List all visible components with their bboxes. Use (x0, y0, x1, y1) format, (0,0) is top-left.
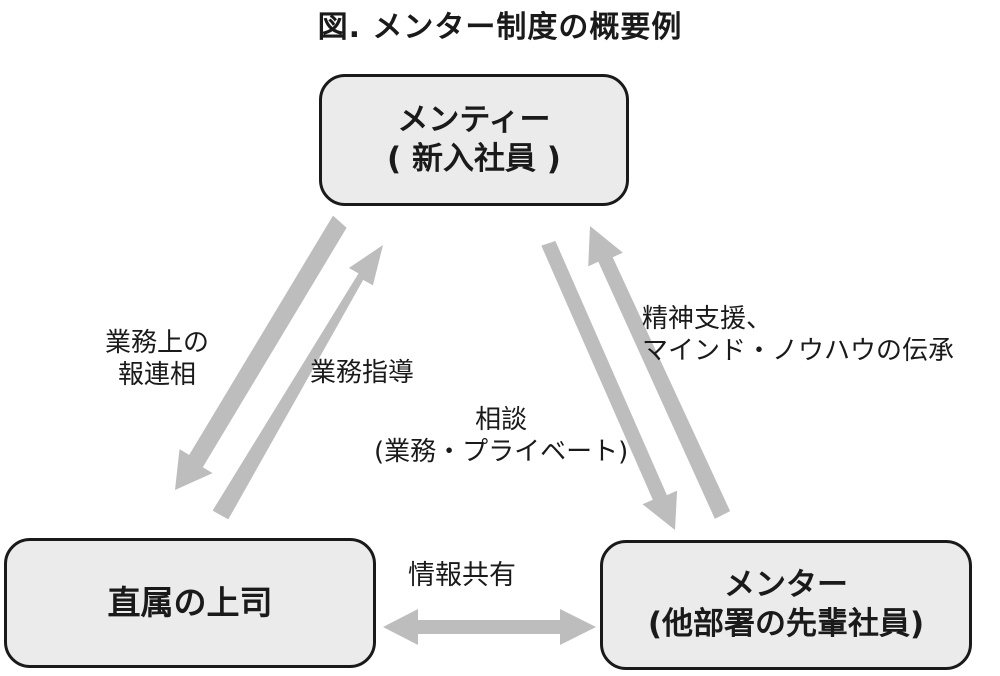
edge-label-consultation: 相談 (業務・プライベート) (374, 405, 628, 468)
edge-label-report: 業務上の 報連相 (105, 328, 209, 391)
arrow-mentor-to-mentee (588, 226, 731, 519)
node-mentee-title: メンティー (397, 102, 551, 139)
node-mentee-subtitle: ( 新入社員 ) (387, 141, 561, 177)
edge-label-support-line2: マインド・ノウハウの伝承 (642, 335, 955, 366)
edge-label-consultation-line2: (業務・プライベート) (374, 436, 629, 467)
edge-label-info-share: 情報共有 (408, 560, 516, 591)
edge-label-support: 精神支援、 マインド・ノウハウの伝承 (642, 304, 954, 367)
edge-label-report-line2: 報連相 (118, 359, 197, 390)
node-mentor-title: メンター (724, 567, 848, 604)
diagram-title: 図. メンター制度の概要例 (317, 10, 683, 45)
node-direct-supervisor: 直属の上司 (4, 538, 376, 668)
arrow-mentee-to-mentor (541, 241, 678, 530)
edge-label-support-line1: 精神支援、 (642, 304, 773, 334)
arrow-boss-to-mentee (212, 245, 383, 520)
edge-label-consultation-line1: 相談 (475, 405, 528, 435)
edge-label-guidance: 業務指導 (310, 358, 415, 388)
arrow-mentee-to-boss (175, 215, 347, 490)
arrow-boss-mentor-share (383, 609, 596, 645)
node-mentor-subtitle: (他部署の先輩社員) (647, 606, 925, 642)
node-mentee: メンティー ( 新入社員 ) (319, 74, 629, 206)
node-direct-supervisor-label: 直属の上司 (107, 583, 273, 623)
node-mentor: メンター (他部署の先輩社員) (600, 540, 972, 670)
edge-label-report-line1: 業務上の (105, 328, 210, 358)
